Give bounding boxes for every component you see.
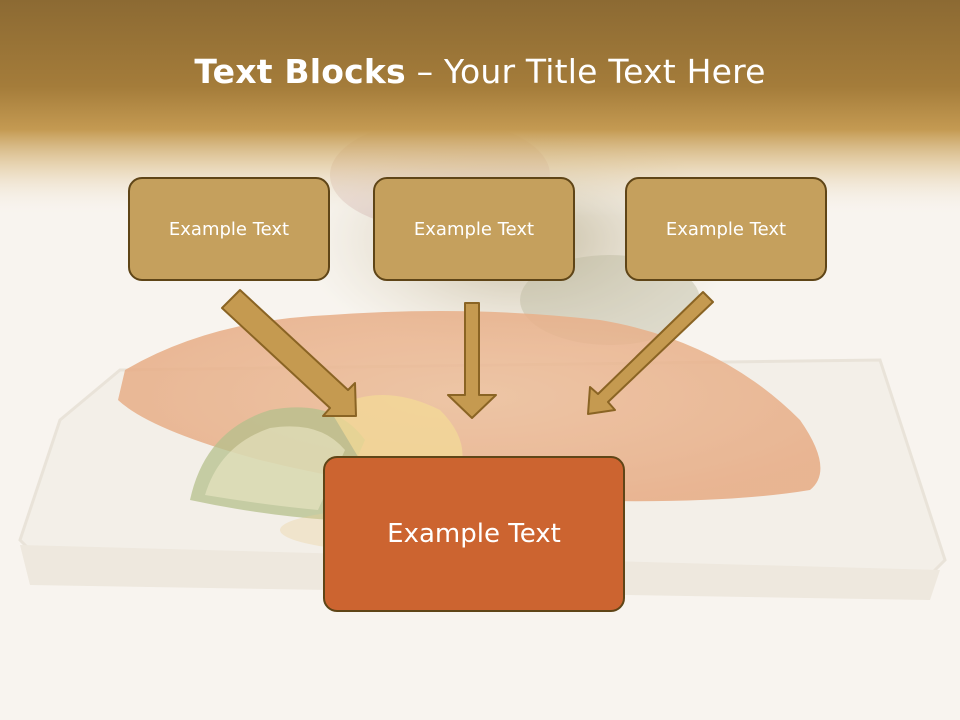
bottom-box-label: Example Text: [387, 519, 561, 549]
top-box-center: Example Text: [373, 177, 575, 281]
arrow-center: [447, 302, 497, 419]
top-box-right: Example Text: [625, 177, 827, 281]
top-box-right-label: Example Text: [665, 218, 787, 240]
arrow-left: [221, 289, 357, 417]
title-rest-part: – Your Title Text Here: [405, 52, 766, 91]
title-bold-part: Text Blocks: [194, 52, 406, 91]
slide-title: Text Blocks – Your Title Text Here: [0, 52, 960, 91]
top-box-left-label: Example Text: [168, 218, 290, 240]
arrow-right: [587, 291, 714, 415]
top-box-center-label: Example Text: [413, 218, 535, 240]
bottom-box: Example Text: [323, 456, 625, 612]
top-box-left: Example Text: [128, 177, 330, 281]
